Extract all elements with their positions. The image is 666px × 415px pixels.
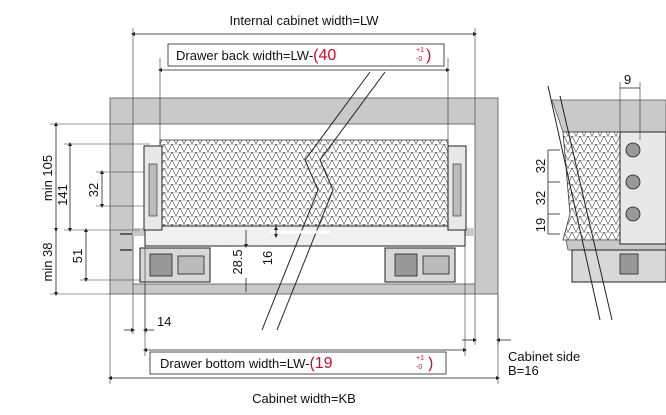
dim-16: 16 xyxy=(260,251,275,265)
dim-internal-width xyxy=(131,28,477,124)
dim-min-38: min 38 xyxy=(40,242,55,281)
dim-bottom-width xyxy=(143,246,467,375)
dim-51: 51 xyxy=(70,249,85,263)
break-line xyxy=(261,71,371,331)
cabinet-side-label-1: Cabinet side xyxy=(508,349,580,364)
dim-14 xyxy=(124,284,154,334)
bottom-width-paren-close: ) xyxy=(428,355,433,372)
drawer-bottom xyxy=(144,225,466,247)
side-view xyxy=(547,82,666,321)
dim-19: 19 xyxy=(533,218,548,232)
drawer-side-left xyxy=(143,145,163,231)
bottom-width-tol-plus: +1 xyxy=(416,355,424,362)
runner-right xyxy=(384,247,456,283)
back-width-tol-plus: +1 xyxy=(416,47,424,54)
dim-cabinet-side xyxy=(462,284,511,345)
drawer-side-right xyxy=(447,145,467,231)
cabinet-width-label: Cabinet width=KB xyxy=(252,391,356,406)
internal-width-label: Internal cabinet width=LW xyxy=(230,13,380,28)
dim-141: 141 xyxy=(55,184,70,206)
dim-32-right-b: 32 xyxy=(533,191,548,205)
mid-vertical-dims xyxy=(230,226,278,292)
back-width-label: Drawer back width=LW-(40 xyxy=(176,47,336,64)
dim-min-105: min 105 xyxy=(40,155,55,201)
dim-14-label: 14 xyxy=(157,314,171,329)
left-vertical-dims xyxy=(50,122,150,296)
back-width-tol-minus: -0 xyxy=(416,56,422,63)
dim-28-5: 28.5 xyxy=(230,249,245,274)
bottom-width-tol-minus: -0 xyxy=(416,364,422,371)
back-width-paren-close: ) xyxy=(426,47,431,64)
dim-32-right-a: 32 xyxy=(533,159,548,173)
dim-32-left: 32 xyxy=(86,183,101,197)
drawer-back-mesh xyxy=(159,139,449,227)
cabinet-side-label-2: B=16 xyxy=(508,363,539,378)
dim-9: 9 xyxy=(624,72,631,87)
dim-back-width xyxy=(158,43,450,146)
bottom-width-label: Drawer bottom width=LW-(19 xyxy=(160,355,333,372)
runner-left xyxy=(139,247,211,283)
